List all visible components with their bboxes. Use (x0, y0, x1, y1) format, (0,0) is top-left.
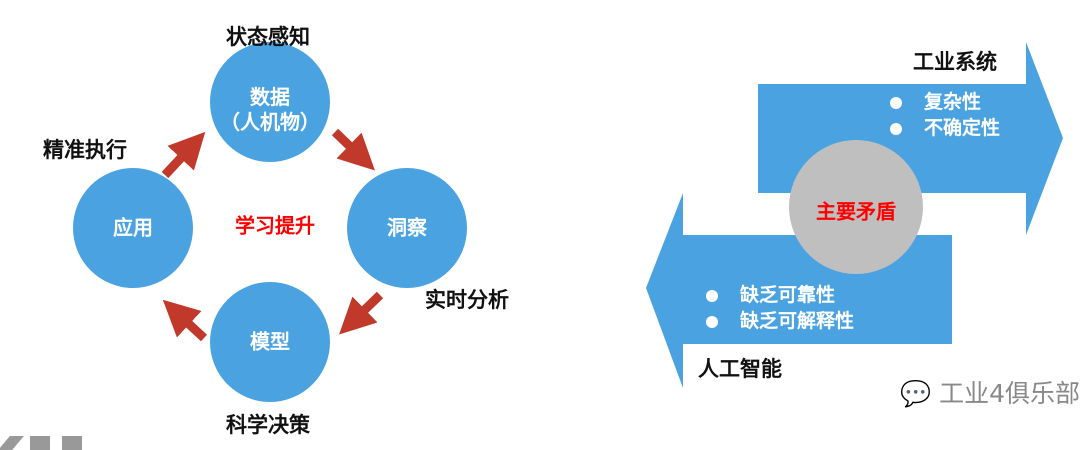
watermark: 💬 工业4俱乐部 (900, 379, 1080, 408)
node-apply (73, 168, 193, 288)
stage-execute: 精准执行 (43, 137, 127, 162)
arrow-apply-to-data (161, 131, 206, 179)
center-label-learning: 学习提升 (235, 213, 315, 238)
stage-analysis: 实时分析 (425, 287, 509, 312)
node-data (210, 42, 330, 162)
slide-toolbar (0, 436, 82, 450)
notes-icon[interactable] (30, 436, 50, 450)
node-data-label: 数据 （人机物） (220, 85, 320, 134)
ai-title: 人工智能 (698, 356, 782, 381)
node-model (210, 282, 330, 402)
node-model-label: 模型 (250, 329, 290, 354)
arrow-data-to-insight (331, 128, 375, 171)
node-insight-label: 洞察 (387, 215, 427, 240)
stage-state: 状态感知 (226, 24, 310, 49)
pen-icon[interactable] (0, 436, 24, 450)
node-insight (347, 168, 467, 288)
industrial-title: 工业系统 (913, 49, 997, 74)
stage-decision: 科学决策 (226, 412, 310, 437)
center-circle (789, 140, 923, 274)
wechat-icon: 💬 (900, 379, 932, 408)
arrow-model-to-apply (162, 299, 208, 342)
next-arrow-icon[interactable] (62, 436, 82, 450)
center-label-contradiction: 主要矛盾 (816, 199, 896, 224)
arrow-insight-to-model (339, 291, 384, 335)
ai-items: 缺乏可靠性 缺乏可解释性 (706, 282, 854, 334)
node-apply-label: 应用 (113, 215, 153, 240)
industrial-items: 复杂性 不确定性 (890, 89, 1000, 141)
